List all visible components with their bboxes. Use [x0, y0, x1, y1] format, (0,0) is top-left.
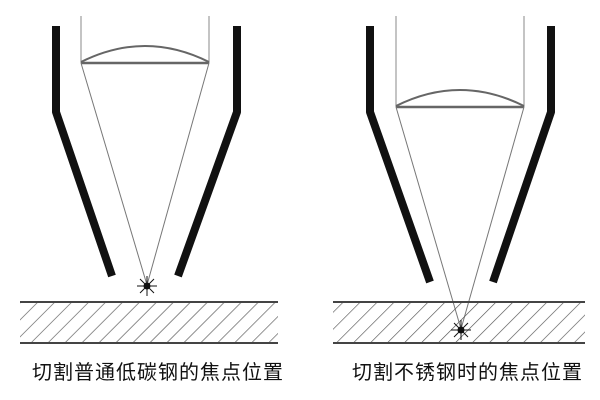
right-focus-point-icon	[451, 320, 471, 340]
left-caption: 切割普通低碳钢的焦点位置	[32, 360, 284, 384]
right-workpiece	[333, 301, 585, 344]
left-nozzle-wall-right	[174, 26, 241, 278]
left-focusing-lens	[80, 45, 210, 65]
right-panel	[333, 16, 585, 344]
right-focusing-lens	[395, 89, 525, 109]
right-nozzle-wall-left	[366, 26, 434, 284]
left-workpiece	[20, 301, 278, 344]
left-nozzle-wall-left	[52, 26, 116, 278]
right-caption: 切割不锈钢时的焦点位置	[352, 360, 583, 384]
right-laser-beam	[395, 106, 525, 330]
left-panel	[20, 16, 278, 344]
left-laser-beam	[80, 62, 210, 286]
left-focus-point-icon	[137, 276, 157, 296]
right-nozzle-wall-right	[489, 26, 555, 284]
